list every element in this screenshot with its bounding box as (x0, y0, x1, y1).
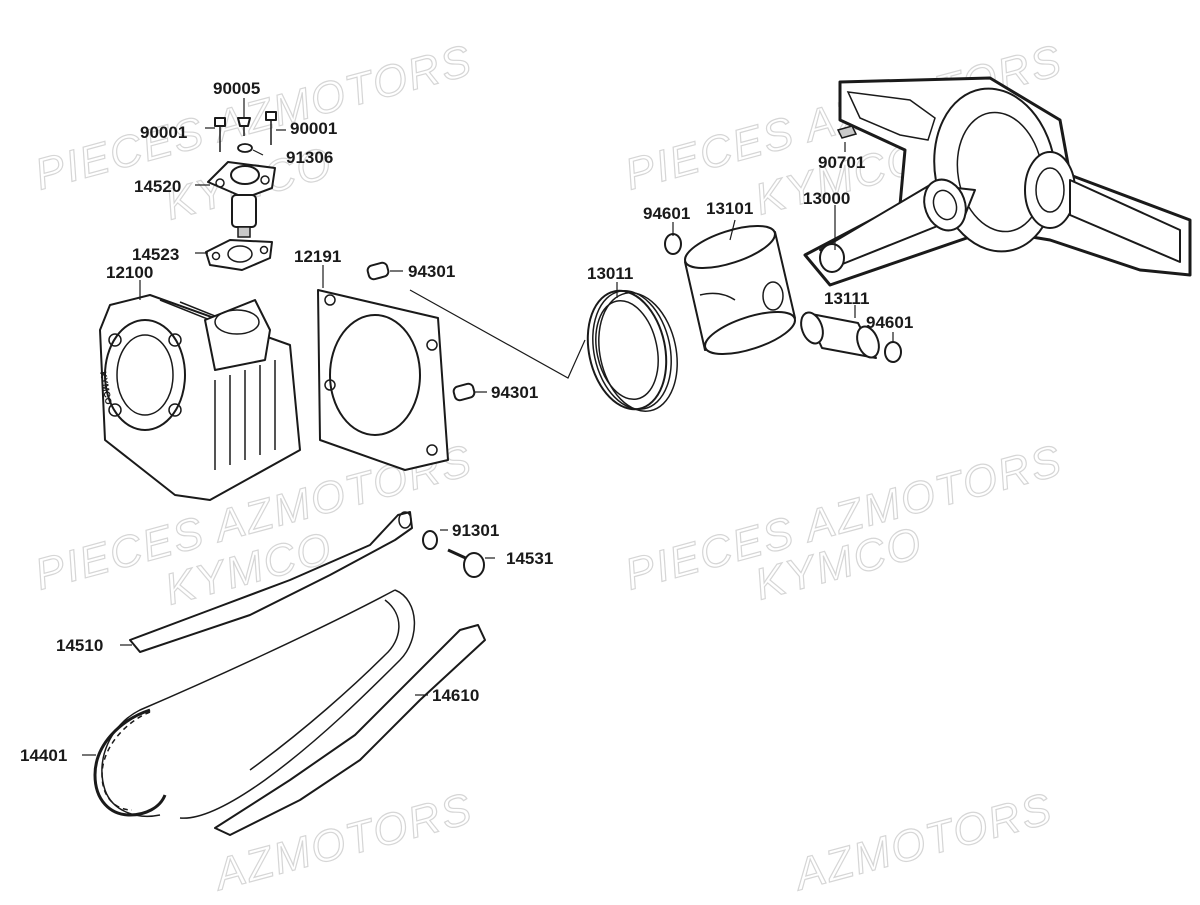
label-91306[interactable]: 91306 (286, 148, 333, 167)
label-14401[interactable]: 14401 (20, 746, 67, 765)
label-14531[interactable]: 14531 (506, 549, 553, 568)
part-labels: 90005 90001 90001 91306 14520 14523 1210… (20, 79, 913, 765)
label-14520[interactable]: 14520 (134, 177, 181, 196)
crankshaft-part[interactable] (803, 76, 1192, 287)
label-94301-bottom[interactable]: 94301 (491, 383, 538, 402)
label-13011[interactable]: 13011 (587, 264, 633, 283)
label-13000[interactable]: 13000 (803, 189, 850, 208)
key-90701-part[interactable] (836, 125, 858, 139)
dowel-pin-part[interactable] (366, 261, 390, 281)
label-90001-right[interactable]: 90001 (290, 119, 337, 138)
dowel-pin-part[interactable] (452, 382, 476, 402)
cam-chain-part[interactable] (93, 589, 416, 819)
bolt-90001-part[interactable] (265, 111, 277, 145)
watermark-text: AZMOTORS (787, 784, 1058, 900)
washer-91301-part[interactable] (422, 530, 438, 550)
label-12100[interactable]: 12100 (106, 263, 153, 282)
label-14523[interactable]: 14523 (132, 245, 179, 264)
label-13101[interactable]: 13101 (706, 199, 753, 218)
label-14510[interactable]: 14510 (56, 636, 103, 655)
label-13111[interactable]: 13111 (824, 289, 869, 308)
tensioner-blade-part[interactable] (214, 624, 486, 836)
piston-part[interactable] (680, 217, 799, 362)
label-94301-top[interactable]: 94301 (408, 262, 455, 281)
bolt-14531-part[interactable] (447, 548, 485, 578)
tensioner-gasket-part[interactable] (205, 239, 273, 271)
piston-pin-part[interactable] (797, 310, 883, 361)
circlip-94601-part[interactable] (884, 341, 902, 363)
label-94601-right[interactable]: 94601 (866, 313, 913, 332)
circlip-94601-part[interactable] (664, 233, 682, 255)
label-12191[interactable]: 12191 (294, 247, 341, 266)
cylinder-block-part[interactable]: KYMCO (98, 294, 301, 501)
label-90005[interactable]: 90005 (213, 79, 260, 98)
label-90001-left[interactable]: 90001 (140, 123, 187, 142)
watermark-text: AZMOTORS (207, 784, 478, 900)
cam-chain-tensioner-part[interactable] (207, 161, 276, 238)
label-94601-top[interactable]: 94601 (643, 204, 690, 223)
label-91301[interactable]: 91301 (452, 521, 499, 540)
label-90701[interactable]: 90701 (818, 153, 865, 172)
leader-lines (82, 98, 894, 756)
screw-90005-part[interactable] (237, 117, 251, 136)
washer-91306-part[interactable] (237, 143, 253, 153)
cylinder-gasket-part[interactable] (317, 289, 449, 471)
label-14610[interactable]: 14610 (432, 686, 479, 705)
piston-ring-set-part[interactable] (577, 283, 687, 418)
bolt-90001-part[interactable] (214, 117, 226, 152)
